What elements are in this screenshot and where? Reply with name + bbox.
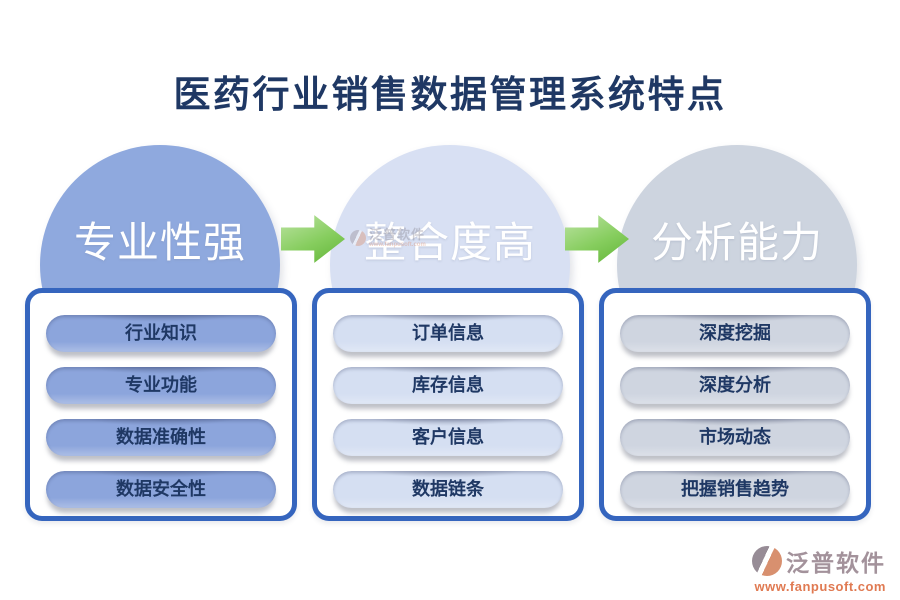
brand-url: www.fanpusoft.com (754, 579, 886, 594)
feature-item: 数据安全性 (46, 471, 276, 508)
brand-name: 泛普软件 (786, 550, 886, 576)
feature-item: 库存信息 (333, 367, 563, 404)
feature-item: 数据准确性 (46, 419, 276, 456)
fanpu-logo-icon (752, 546, 782, 576)
feature-box-professional: 行业知识 专业功能 数据准确性 数据安全性 (25, 288, 297, 521)
feature-item: 数据链条 (333, 471, 563, 508)
feature-item: 客户信息 (333, 419, 563, 456)
page-title: 医药行业销售数据管理系统特点 (173, 74, 727, 115)
feature-item: 深度分析 (620, 367, 850, 404)
watermark-url: www.fanpusoft.com (369, 242, 426, 248)
watermark-name: 泛普软件 (369, 227, 426, 242)
feature-item: 订单信息 (333, 315, 563, 352)
watermark-logo: 泛普软件 www.fanpusoft.com (350, 228, 426, 248)
feature-circle-label: 分析能力 (650, 218, 823, 266)
feature-item: 行业知识 (46, 315, 276, 352)
feature-circle-label: 专业性强 (73, 218, 246, 266)
fanpu-logo-icon (350, 230, 366, 246)
fanpu-logo: 泛普软件 www.fanpusoft.com (752, 544, 886, 594)
feature-item: 把握销售趋势 (620, 471, 850, 508)
feature-box-analysis: 深度挖掘 深度分析 市场动态 把握销售趋势 (599, 288, 871, 521)
feature-box-integration: 订单信息 库存信息 客户信息 数据链条 (312, 288, 584, 521)
feature-item: 深度挖掘 (620, 315, 850, 352)
feature-item: 专业功能 (46, 367, 276, 404)
feature-circle-label: 整合度高 (363, 218, 536, 266)
feature-item: 市场动态 (620, 419, 850, 456)
fanpu-logo-row: 泛普软件 (752, 544, 886, 578)
